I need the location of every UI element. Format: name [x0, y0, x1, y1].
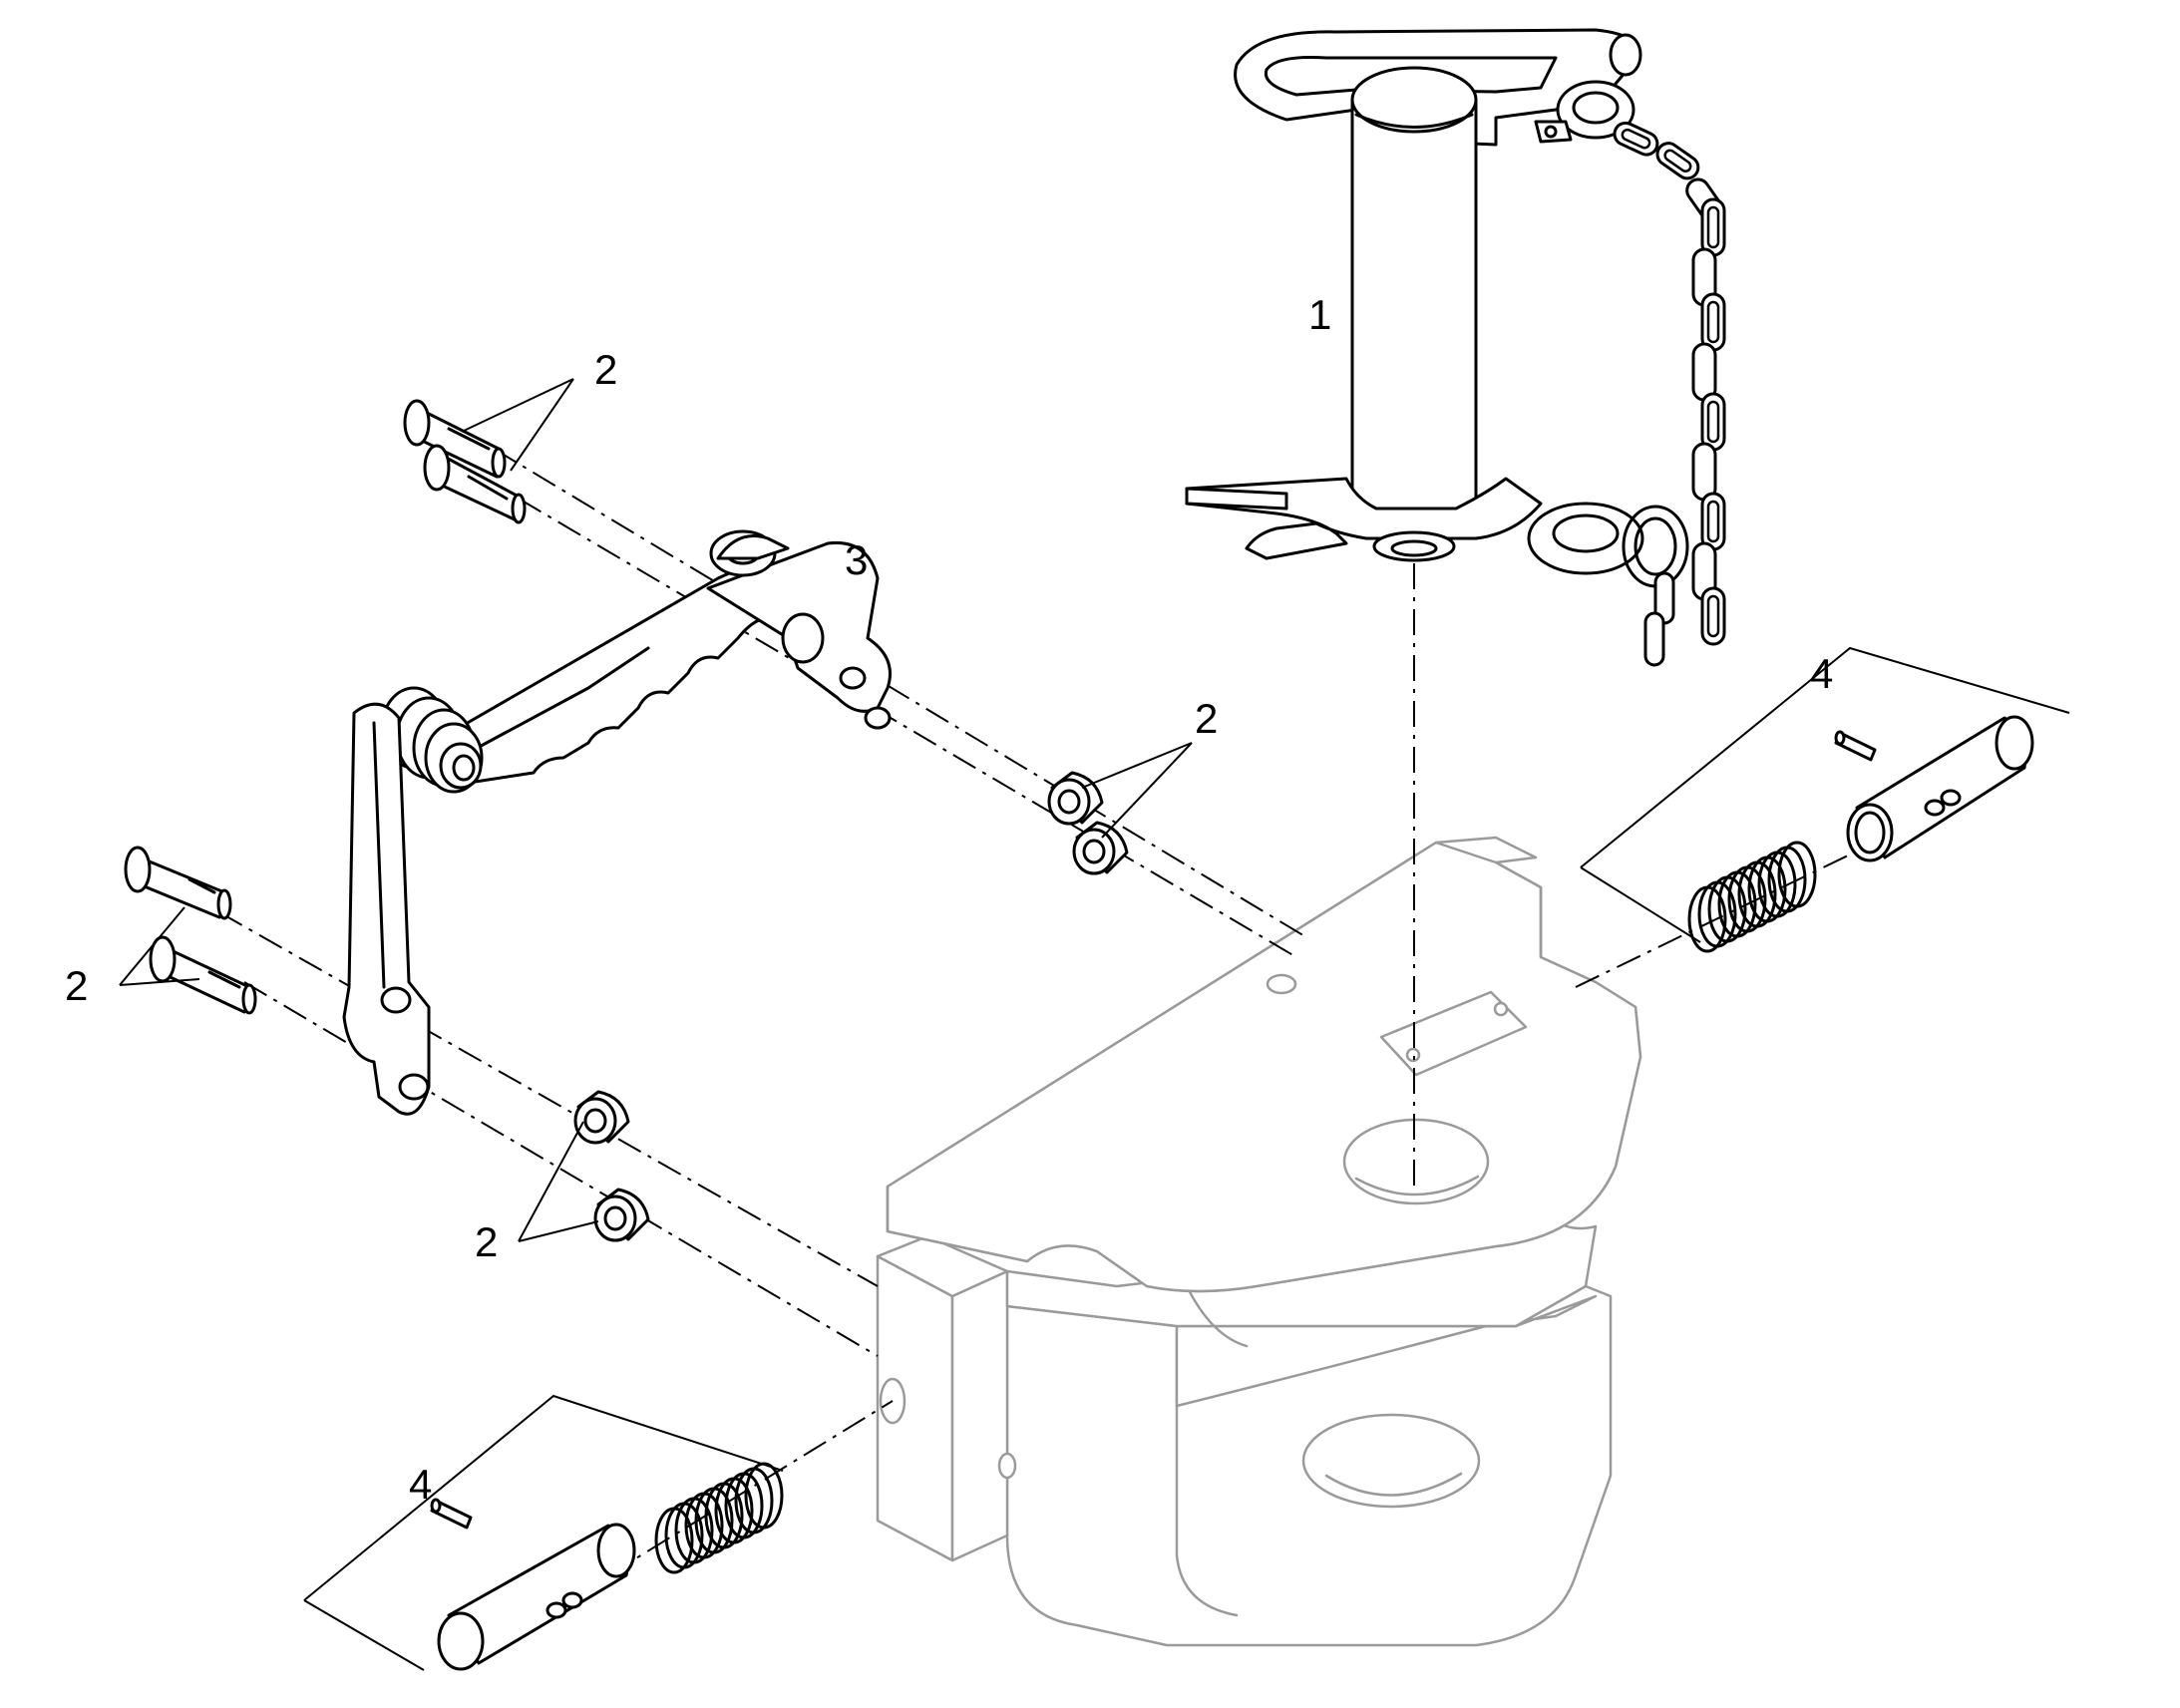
coupling-housing — [876, 836, 1642, 1647]
spring-right — [1687, 841, 1817, 953]
clevis-pins-lower — [124, 846, 257, 1015]
callout-part-3: 3 — [845, 536, 868, 583]
lever-bracket — [342, 529, 892, 1116]
callout-part-2-left: 2 — [65, 962, 88, 1009]
hitch-pin-assembly — [1185, 28, 1726, 667]
lever-coil-spring — [380, 686, 484, 794]
chain — [1613, 121, 1726, 667]
callout-part-2-bottom: 2 — [475, 1218, 498, 1265]
leader-lines — [119, 378, 1193, 1242]
callout-part-2-mid: 2 — [1195, 695, 1218, 742]
callout-part-4-left: 4 — [409, 1461, 432, 1508]
callout-part-2-top: 2 — [594, 346, 617, 393]
clevis-pins-upper — [403, 399, 527, 524]
spring-kit-left — [303, 1394, 784, 1671]
callout-part-4-right: 4 — [1810, 650, 1833, 697]
callout-part-1: 1 — [1308, 291, 1331, 338]
bushings-lower — [573, 1090, 650, 1242]
spring-kit-right — [1580, 646, 2070, 953]
spring-left — [654, 1462, 784, 1574]
callout-labels: 1 2 3 2 2 2 4 4 — [65, 291, 1833, 1508]
assembly-centerlines — [218, 448, 1876, 1576]
